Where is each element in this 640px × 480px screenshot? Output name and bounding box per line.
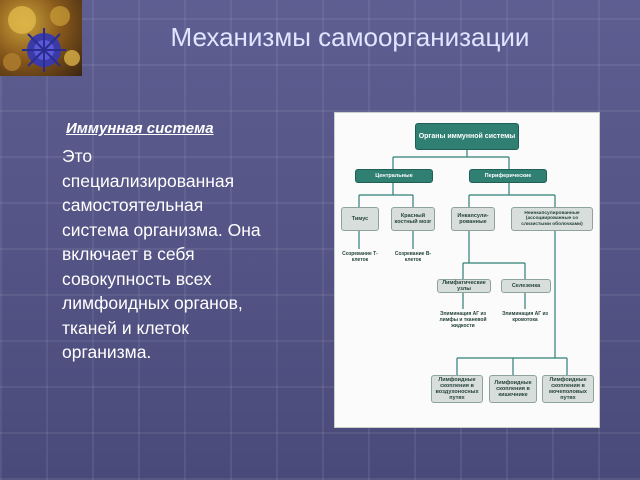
diagram-spleen: Селезенка bbox=[501, 279, 551, 293]
diagram-elim-blood: Элиминация АГ из кровотока bbox=[501, 311, 549, 323]
diagram-central: Центральные bbox=[355, 169, 433, 183]
diagram-t-cells: Созревание Т-клеток bbox=[342, 251, 378, 263]
subtitle: Иммунная система bbox=[66, 120, 214, 137]
diagram-root: Органы иммунной системы bbox=[415, 123, 519, 150]
diagram-encapsulated: Инкапсули-рованные bbox=[451, 207, 495, 231]
diagram-intestine: Лимфоидные скопления в кишечнике bbox=[489, 375, 537, 403]
immune-organs-diagram: Органы иммунной системы Центральные Пери… bbox=[334, 112, 600, 428]
diagram-elim-lymph: Элиминация АГ из лимфы и тканевой жидкос… bbox=[439, 311, 487, 329]
diagram-thymus: Тимус bbox=[341, 207, 379, 231]
diagram-marrow: Красный костный мозг bbox=[391, 207, 435, 231]
body-text: Это специализированная самостоятельная с… bbox=[62, 146, 261, 362]
diagram-b-cells: Созревание В-клеток bbox=[394, 251, 432, 263]
cell-image bbox=[0, 0, 82, 76]
diagram-lymph-nodes: Лимфатические узлы bbox=[437, 279, 491, 293]
diagram-airways: Лимфоидные скопления в воздухоносных пут… bbox=[431, 375, 483, 403]
diagram-peripheral: Периферические bbox=[469, 169, 547, 183]
page-title: Механизмы самоорганизации bbox=[170, 22, 530, 52]
diagram-nonencapsulated: Неинкапсулированные (ассоциированные со … bbox=[511, 207, 593, 231]
diagram-urinary: Лимфоидные скопления в мочеполовых путях bbox=[542, 375, 594, 403]
diagram-connectors bbox=[358, 150, 568, 375]
